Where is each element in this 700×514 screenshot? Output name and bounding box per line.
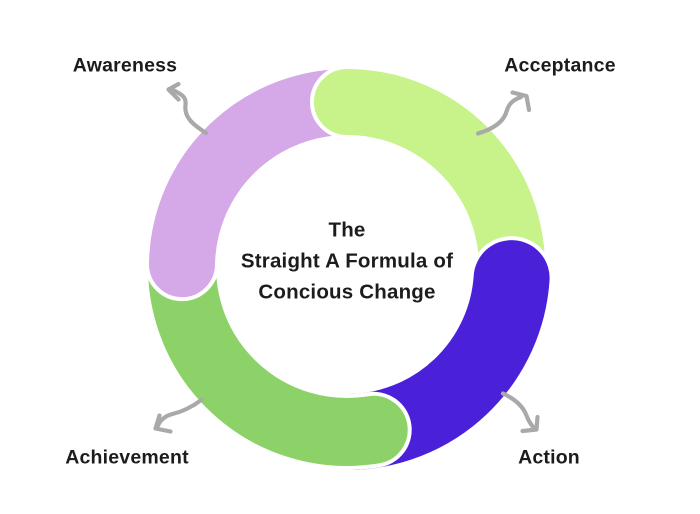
label-awareness: Awareness: [72, 54, 178, 77]
label-acceptance: Acceptance: [504, 54, 616, 77]
achievement-segment: [144, 233, 412, 470]
awareness-arrow-icon: [166, 81, 209, 136]
title-line-1: The: [328, 218, 366, 242]
stage-arrows: [153, 81, 540, 434]
ring-segments: [144, 65, 554, 474]
diagram-title: The Straight A Formula of Concious Chang…: [241, 215, 453, 308]
acceptance-segment: [310, 65, 550, 304]
acceptance-arrow-icon: [475, 90, 532, 136]
title-line-3: Concious Change: [258, 280, 436, 304]
label-action: Action: [518, 446, 580, 469]
title-line-2: Straight A Formula of: [240, 249, 454, 273]
label-achievement: Achievement: [65, 446, 189, 469]
achievement-arrow-icon: [153, 397, 205, 434]
action-arrow-icon: [500, 391, 540, 434]
